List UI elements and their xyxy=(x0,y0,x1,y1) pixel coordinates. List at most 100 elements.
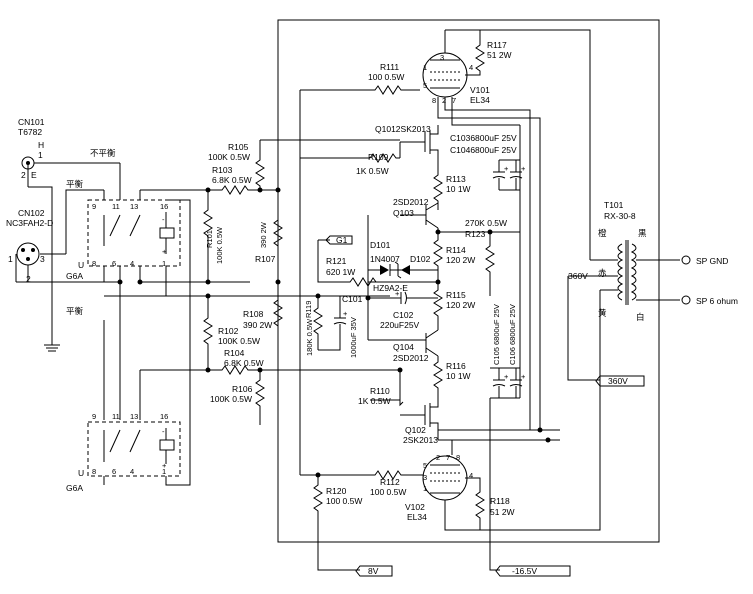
r123-ref: R123 xyxy=(465,229,486,239)
cn102-pin2: 2 xyxy=(26,274,31,284)
flag-8v xyxy=(355,565,393,577)
sw-bot-pin9: 9 xyxy=(92,412,96,421)
r108-ref: R108 xyxy=(243,309,264,319)
r102-val: 100K 0.5W xyxy=(218,336,260,346)
svg-text:-: - xyxy=(162,427,165,436)
r103-val: 6.8K 0.5W xyxy=(212,175,252,185)
c105-c106-caps: + + xyxy=(490,367,526,399)
r112-body xyxy=(300,470,423,480)
v101-pin8: 8 xyxy=(432,96,436,105)
v102-tube xyxy=(422,455,468,510)
r105-body xyxy=(255,140,265,190)
r121-ref: R121 xyxy=(326,256,347,266)
r102-ref: R102 xyxy=(218,326,239,336)
svg-text:-: - xyxy=(162,215,165,224)
cn101-connector xyxy=(21,156,120,187)
sw-top-pin4: 4 xyxy=(130,259,134,268)
sw-bot-pin1: 1 xyxy=(162,467,166,476)
q101-mosfet xyxy=(400,125,439,165)
t101-transformer xyxy=(568,240,680,305)
cn101-ref: CN101 xyxy=(18,117,45,127)
t101-white: 白 xyxy=(636,312,645,322)
switch-bottom: - + xyxy=(87,421,181,477)
r106-ref: R106 xyxy=(232,384,253,394)
r103-body xyxy=(190,185,278,195)
v102-pin5: 5 xyxy=(423,461,427,470)
c102-ref: C102 xyxy=(393,310,414,320)
t101-part: RX-30-8 xyxy=(604,211,636,221)
r117-body xyxy=(445,29,485,76)
flag-360v-label: 360V xyxy=(608,376,628,386)
svg-text:+: + xyxy=(162,247,167,256)
r104-body xyxy=(140,365,400,375)
r102-body xyxy=(203,296,213,370)
r110-ref: R110 xyxy=(370,386,390,396)
r108-val: 390 2W xyxy=(243,320,272,330)
v101-tube xyxy=(422,30,468,98)
r111-body xyxy=(300,85,420,95)
r120-ref: R120 xyxy=(326,486,347,496)
r104-val: 6.8K 0.5W xyxy=(224,358,264,368)
sw-bot-pin16: 16 xyxy=(160,412,168,421)
d101-diode xyxy=(380,264,391,276)
c104-label: C1046800uF 25V xyxy=(450,145,517,155)
g1-label: G1 xyxy=(336,235,348,245)
sp-6ohm-terminal xyxy=(681,295,691,305)
r118-ref: R118 xyxy=(490,496,510,506)
c102-val: 220uF25V xyxy=(380,320,420,330)
flag-360v xyxy=(595,375,645,387)
v101-pin7: 7 xyxy=(452,96,456,105)
sw-top-type: G6A xyxy=(66,271,83,281)
flag-8v-label: 8V xyxy=(368,566,379,576)
r114-val: 120 2W xyxy=(446,255,475,265)
r110-val: 1K 0.5W xyxy=(358,396,391,406)
cn101-pin1: 1 xyxy=(38,150,43,160)
r105-val: 100K 0.5W xyxy=(208,152,250,162)
sw-bot-type: G6A xyxy=(66,483,83,493)
sp-gnd-terminal xyxy=(681,255,691,265)
v102-pin4: 4 xyxy=(469,471,473,480)
r113-ref: R113 xyxy=(446,174,466,184)
b-plus-wire xyxy=(567,276,600,381)
r119-val: 180K 0.5W xyxy=(305,318,314,356)
r112-ref: R112 xyxy=(380,477,400,487)
sw-top-pin13: 13 xyxy=(130,202,138,211)
r123-val: 270K 0.5W xyxy=(465,218,507,228)
svg-text:+: + xyxy=(521,164,526,173)
svg-text:+: + xyxy=(504,372,509,381)
svg-text:+: + xyxy=(504,164,509,173)
d101-ref: D101 xyxy=(370,240,391,250)
q103-part: 2SD2012 xyxy=(393,197,429,207)
cathode-wires-bottom xyxy=(438,429,560,455)
v101-pin4: 4 xyxy=(469,63,473,72)
svg-text:+: + xyxy=(395,289,400,298)
v101-pin1: 1 xyxy=(423,63,427,72)
r121-body xyxy=(317,239,377,287)
q104-transistor xyxy=(368,329,439,357)
v101-pin5: 5 xyxy=(423,81,427,90)
r119-ref: R119 xyxy=(304,301,313,318)
label-balanced-bottom: 平衡 xyxy=(66,306,84,316)
sw-top-pin1: 1 xyxy=(162,259,166,268)
d101-part: 1N4007 xyxy=(370,254,400,264)
r121-val: 620 1W xyxy=(326,267,355,277)
cn101-e: E xyxy=(31,170,37,180)
c102-cap: + xyxy=(368,289,438,305)
sp-gnd-label: SP GND xyxy=(696,256,728,266)
r115-ref: R115 xyxy=(446,290,466,300)
q103-transistor xyxy=(400,202,439,229)
r115-body xyxy=(433,282,443,330)
cathode-wires-top xyxy=(437,97,541,430)
r103-ref: R103 xyxy=(212,165,233,175)
v101-part: EL34 xyxy=(470,95,490,105)
q103-ref: Q103 xyxy=(393,208,414,218)
flag-neg16v xyxy=(495,565,571,577)
r116-body xyxy=(433,356,443,405)
v102-pin1: 1 xyxy=(423,484,427,493)
r114-body xyxy=(433,228,443,282)
sw-bot-u: U xyxy=(78,468,84,478)
r113-val: 10 1W xyxy=(446,184,471,194)
c103-label: C1036800uF 25V xyxy=(450,133,517,143)
r101-body xyxy=(203,190,213,282)
